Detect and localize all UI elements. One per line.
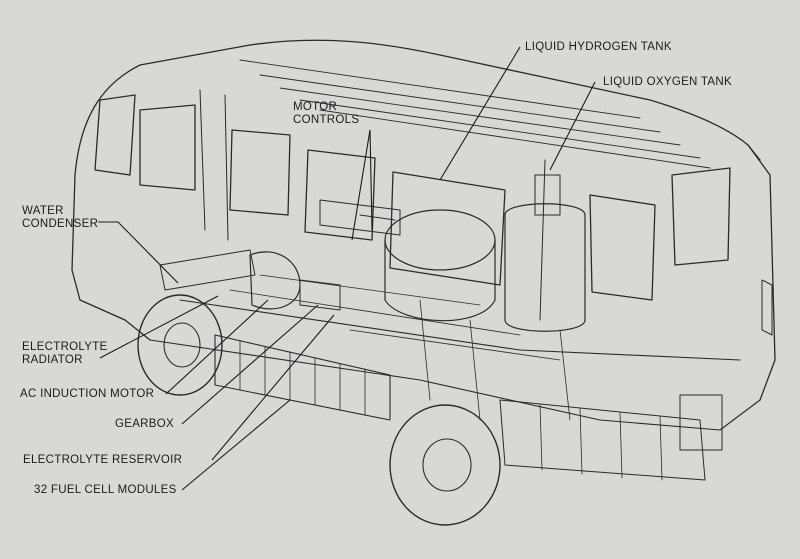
label-water-condenser: WATER CONDENSER [22,205,98,231]
rear-window-2 [671,167,731,266]
label-electrolyte-reservoir: ELECTROLYTE RESERVOIR [23,454,182,467]
fuel-cell-rack [214,334,391,421]
label-electrolyte-radiator: ELECTROLYTE RADIATOR [22,341,108,367]
label-ac-induction-motor: AC INDUCTION MOTOR [20,388,154,401]
van-rear-edge [747,144,776,401]
roof-ribs [239,59,711,169]
rear-module-rack [499,399,706,481]
leader-oxygen-tank [549,81,596,171]
side-window-4 [389,171,506,286]
label-text: ELECTROLYTE [22,341,108,353]
leader-motor-controls-b [369,129,373,231]
label-text: RADIATOR [22,354,83,366]
front-tire [137,294,223,396]
label-fuel-cell-modules: 32 FUEL CELL MODULES [34,484,177,497]
side-window-3 [304,149,376,241]
leader-electrolyte-radiator [99,295,219,359]
label-liquid-oxygen-tank: LIQUID OXYGEN TANK [603,76,732,89]
rear-hub [422,438,472,492]
label-text: WATER [22,205,64,217]
motor-controls-box [319,199,401,236]
van-roof [74,39,761,176]
hydrogen-tank [384,209,496,271]
chassis [149,299,761,431]
door-lines [199,89,546,321]
rear-module-lines [539,403,663,481]
rear-window-1 [589,194,656,301]
rear-bumper [679,394,723,451]
label-text: AC INDUCTION MOTOR [20,388,155,400]
label-text: MOTOR [293,101,338,113]
label-text: CONTROLS [293,114,360,126]
label-text: GEARBOX [115,418,174,430]
leader-hydrogen-tank [439,46,521,181]
label-motor-controls: MOTOR CONTROLS [293,101,359,127]
oxygen-tank-top [534,174,561,216]
leader-electrolyte-reservoir [211,314,335,461]
label-text: CONDENSER [22,218,99,230]
label-text: LIQUID OXYGEN TANK [603,76,732,88]
motor-housing [249,251,301,310]
label-text: 32 FUEL CELL MODULES [34,484,177,496]
leader-water-condenser [98,221,179,284]
leader-motor-controls-a [351,129,371,241]
label-text: LIQUID HYDROGEN TANK [525,41,672,53]
van-front [71,174,151,341]
label-gearbox: GEARBOX [115,418,174,431]
label-text: ELECTROLYTE RESERVOIR [23,454,183,466]
fuel-cell-dividers [239,340,366,416]
gearbox-housing [299,279,341,311]
piping [229,274,571,421]
condenser [159,249,256,291]
rear-tire [389,404,501,526]
taillight [761,279,773,336]
hydrogen-tank-body [384,239,496,322]
windshield [94,94,136,176]
side-window-2 [229,129,291,216]
leader-ac-motor [165,299,269,395]
leader-gearbox [181,304,319,425]
leader-fuel-cells [181,399,291,491]
oxygen-tank [504,203,586,332]
front-hub [163,322,201,368]
label-liquid-hydrogen-tank: LIQUID HYDROGEN TANK [525,41,672,54]
side-window-1 [139,104,196,191]
